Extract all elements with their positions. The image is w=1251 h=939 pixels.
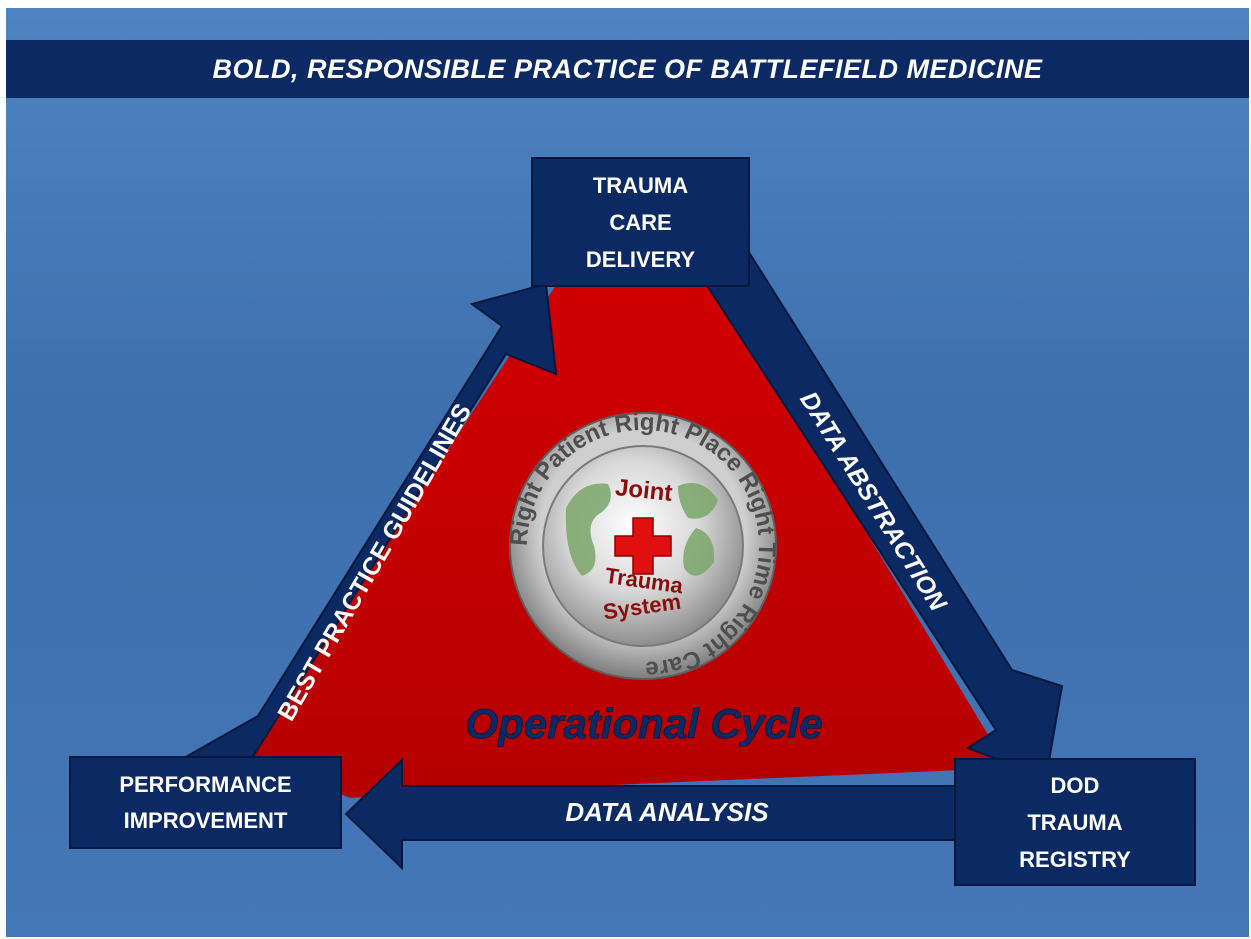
cycle-diagram: BEST PRACTICE GUIDELINES DATA ABSTRACTIO…	[180, 252, 1064, 871]
right-arrow-shape	[704, 252, 1064, 780]
performance-improvement-box: PERFORMANCE IMPROVEMENT	[69, 756, 342, 849]
trauma-care-delivery-box: TRAUMA CARE DELIVERY	[531, 157, 750, 287]
slide-canvas: BOLD, RESPONSIBLE PRACTICE OF BATTLEFIEL…	[6, 8, 1249, 937]
trauma-care-line-1: TRAUMA	[592, 172, 689, 198]
title-banner: BOLD, RESPONSIBLE PRACTICE OF BATTLEFIEL…	[6, 40, 1249, 98]
page-title: BOLD, RESPONSIBLE PRACTICE OF BATTLEFIEL…	[212, 53, 1043, 84]
red-cross-icon	[614, 517, 672, 575]
registry-line-2: TRAUMA	[1027, 809, 1123, 835]
dod-trauma-registry-box: DOD TRAUMA REGISTRY	[954, 758, 1196, 886]
bottom-arrow-shape	[344, 757, 957, 871]
trauma-care-line-2: CARE	[609, 209, 672, 235]
bottom-arrow-label: DATA ANALYSIS	[565, 797, 769, 827]
performance-line-2: IMPROVEMENT	[123, 807, 288, 833]
center-label: Operational Cycle	[465, 700, 822, 747]
performance-line-1: PERFORMANCE	[119, 771, 292, 797]
registry-line-3: REGISTRY	[1019, 846, 1131, 872]
trauma-care-line-3: DELIVERY	[585, 246, 696, 272]
registry-line-1: DOD	[1050, 772, 1100, 798]
logo-joint-text: Joint	[614, 474, 674, 507]
globe-continents	[565, 483, 718, 576]
joint-trauma-system-logo: Joint Trauma System Right Patient Right …	[506, 409, 780, 683]
